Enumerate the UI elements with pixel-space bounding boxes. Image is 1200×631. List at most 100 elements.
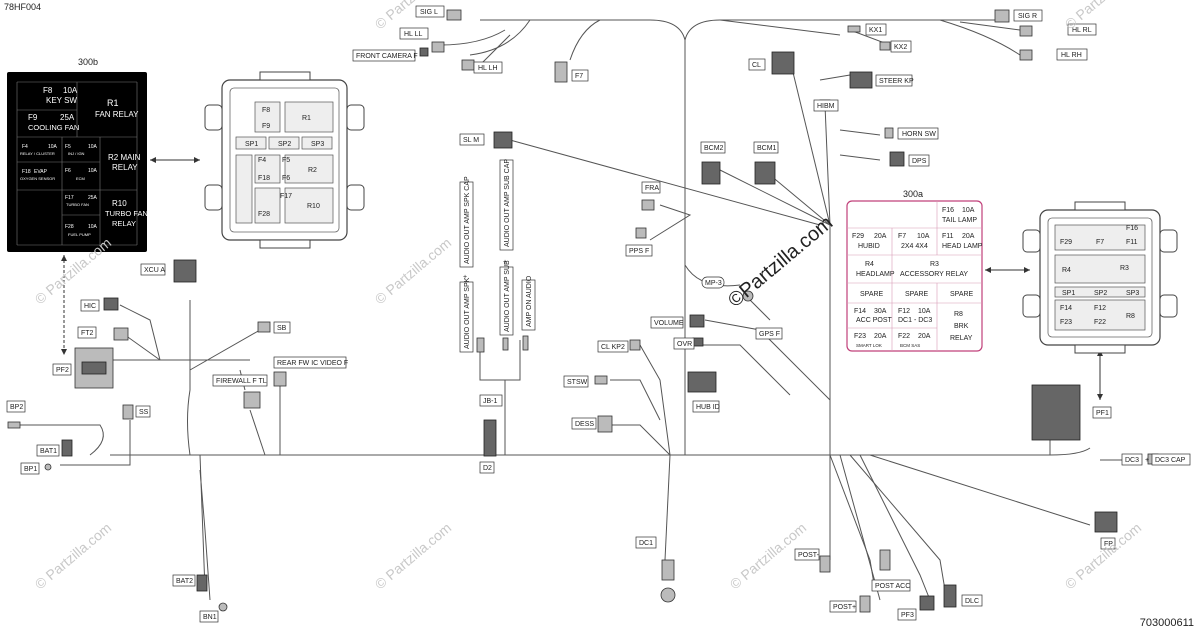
f23-desc: SMART LOK [856, 343, 882, 348]
f18-label: F18 [22, 169, 31, 175]
label-post-minus: POST- [794, 548, 820, 561]
label-steer-kp: STEER KP [875, 74, 914, 87]
svg-text:BAT2: BAT2 [176, 578, 193, 585]
fbr-f11: F11 [1126, 239, 1138, 246]
r4-label: R4 [865, 261, 874, 268]
f28-amp: 10A [88, 224, 98, 230]
fbr-sp3: SP3 [1126, 290, 1139, 297]
label-stsw: STSW [563, 375, 589, 388]
f5-label: F5 [65, 144, 71, 150]
svg-text:HL LL: HL LL [404, 31, 423, 38]
svg-text:BCM1: BCM1 [757, 145, 777, 152]
svg-text:JB-1: JB-1 [483, 398, 498, 405]
fbl-f28: F28 [258, 211, 270, 218]
f4-label: F4 [22, 144, 28, 150]
f9-label: F9 [28, 113, 38, 122]
label-hibm: HIBM [813, 99, 839, 112]
f8-amp: 10A [63, 86, 78, 95]
label-ft2: FT2 [77, 326, 97, 339]
watermark-2: © Partzilla.com [1062, 0, 1145, 32]
r3-label: R3 [930, 261, 939, 268]
svg-text:DESS: DESS [575, 421, 594, 428]
f23-amp: 20A [874, 333, 887, 340]
footer-code: 703000611 [1139, 617, 1194, 629]
svg-text:PPS F: PPS F [629, 248, 649, 255]
label-hub-id: HUB ID [692, 400, 720, 413]
svg-text:KX1: KX1 [869, 27, 882, 34]
svg-text:HIBM: HIBM [817, 103, 835, 110]
plus-sign-sub: + [503, 259, 507, 266]
connector-labels: SIG L HL LL FRONT CAMERA F HL LH F7 KX1 … [6, 5, 1191, 623]
svg-text:STEER KP: STEER KP [879, 78, 914, 85]
watermark-5: © Partzilla.com [32, 519, 115, 592]
fusebox-300a-title: 300a [903, 189, 923, 199]
amp-label-spk-cap: AUDIO OUT AMP SPK CAP [464, 176, 471, 264]
f23-label: F23 [854, 333, 866, 340]
fbr-f16: F16 [1126, 225, 1138, 232]
f5-amp: 10A [88, 144, 98, 150]
label-post-plus: POST+ [829, 600, 857, 613]
amp-label-sub: AUDIO OUT AMP SUB [504, 260, 511, 332]
label-bp2: BP2 [6, 400, 26, 413]
label-pf3: PF3 [897, 608, 917, 621]
fbl-r1: R1 [302, 115, 311, 122]
label-kx2: KX2 [890, 40, 912, 53]
f8-desc: KEY SW [46, 96, 77, 105]
svg-text:FIREWALL F TL: FIREWALL F TL [216, 378, 267, 385]
label-post-acc: POST ACC [871, 579, 911, 592]
svg-text:DPS: DPS [912, 158, 927, 165]
label-hl-rh: HL RH [1056, 48, 1088, 61]
svg-text:HL RH: HL RH [1061, 52, 1082, 59]
label-volume: VOLUME [650, 316, 684, 329]
svg-text:DC3 CAP: DC3 CAP [1155, 457, 1186, 464]
label-horn-sw: HORN SW [897, 127, 939, 140]
f11-label: F11 [942, 233, 954, 240]
svg-text:STSW: STSW [567, 379, 588, 386]
r2-desc: RELAY [112, 163, 138, 172]
r8-desc2: RELAY [950, 335, 973, 342]
watermark-4: © Partzilla.com [372, 234, 455, 307]
label-dlc: DLC [961, 594, 983, 607]
connector-shapes [7, 9, 1159, 613]
svg-text:SIG R: SIG R [1018, 13, 1037, 20]
amp-label-spk: AUDIO OUT AMP SPK [464, 277, 471, 349]
label-sl-m: SL M [459, 133, 485, 146]
label-cl: CL [748, 58, 766, 71]
f17-amp: 25A [88, 195, 98, 201]
f12-label: F12 [898, 308, 910, 315]
fbl-r2: R2 [308, 167, 317, 174]
label-hl-ll: HL LL [399, 27, 429, 40]
fbl-f18: F18 [258, 175, 270, 182]
f9-amp: 25A [60, 113, 75, 122]
label-f7: F7 [571, 69, 589, 82]
svg-text:POST ACC: POST ACC [875, 583, 910, 590]
fbr-f23: F23 [1060, 319, 1072, 326]
fusebox-300b-title: 300b [78, 57, 98, 67]
fbr-f12: F12 [1094, 305, 1106, 312]
label-pf2: PF2 [52, 363, 72, 376]
fuse-block-right: F16 F29 F7 F11 R4 R3 SP1 SP2 SP3 F14 F12… [1022, 201, 1178, 354]
fbr-sp1: SP1 [1062, 290, 1075, 297]
svg-text:FP: FP [1104, 541, 1113, 548]
plus-sign-dc3: + [1145, 457, 1149, 464]
svg-text:HL LH: HL LH [478, 65, 498, 72]
spare-3: SPARE [950, 291, 974, 298]
f6-label: F6 [65, 168, 71, 174]
svg-text:POST+: POST+ [833, 604, 856, 611]
label-hl-lh: HL LH [473, 61, 503, 74]
fbr-sp2: SP2 [1094, 290, 1107, 297]
f7-label: F7 [898, 233, 906, 240]
svg-text:POST-: POST- [798, 552, 820, 559]
f17-label: F17 [65, 195, 74, 201]
svg-text:VOLUME: VOLUME [654, 320, 684, 327]
f14-amp: 30A [874, 308, 887, 315]
svg-text:D2: D2 [483, 465, 492, 472]
f28-label: F28 [65, 224, 74, 230]
fbl-f17: F17 [280, 193, 292, 200]
fbl-f8: F8 [262, 107, 270, 114]
label-dc3: DC3 [1121, 453, 1143, 466]
label-dps: DPS [908, 154, 930, 167]
f29-label: F29 [852, 233, 864, 240]
watermark-main: ©Partzilla.com [724, 212, 837, 312]
label-bat2: BAT2 [172, 574, 196, 587]
